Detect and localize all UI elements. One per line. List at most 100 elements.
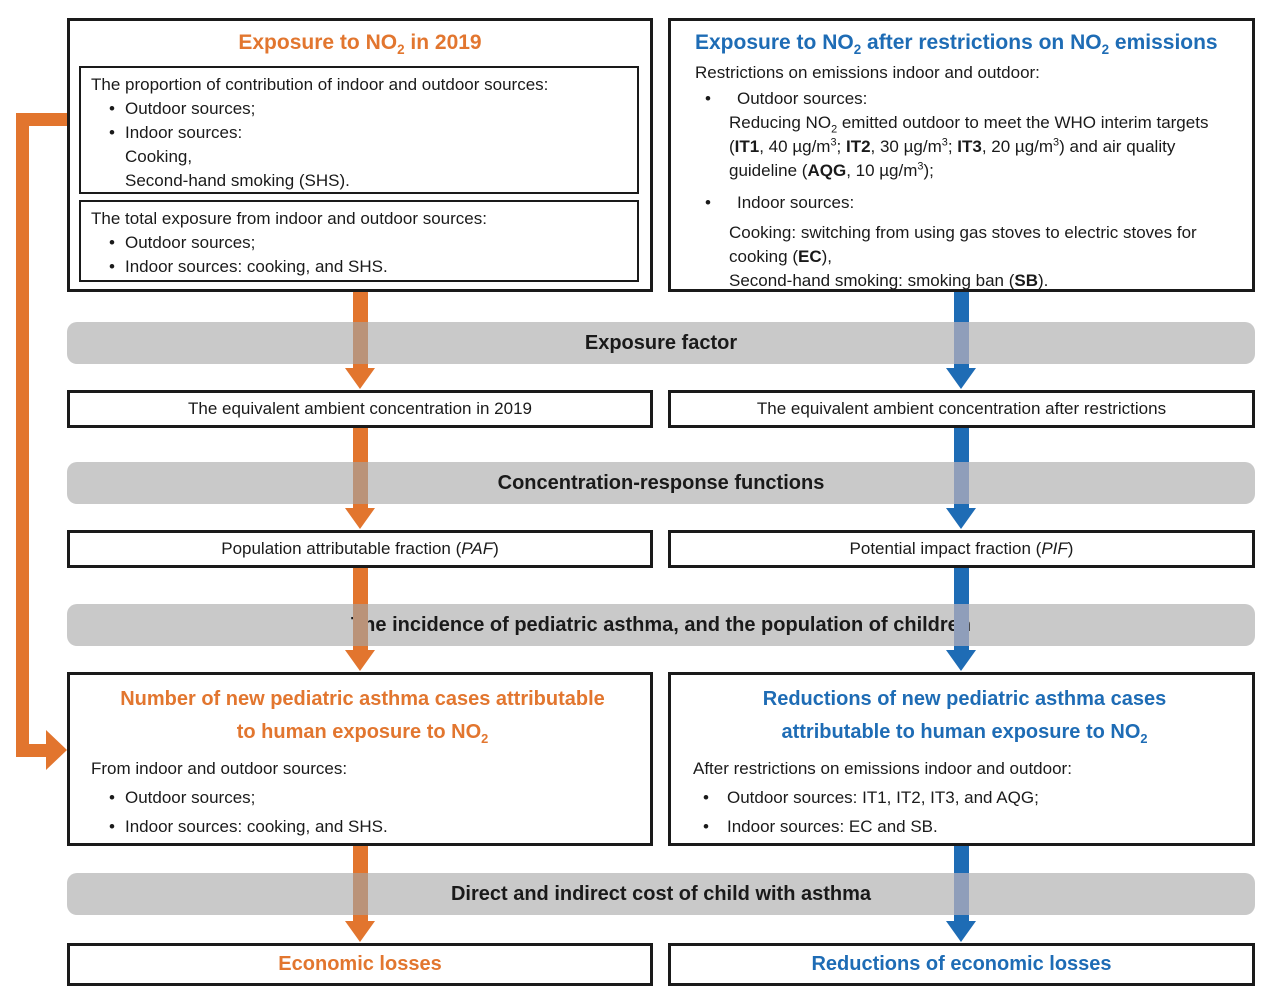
arrow-orange-3-lower (353, 646, 368, 651)
arrow-blue-1-lower (954, 364, 969, 369)
bullet-icon: • (703, 817, 709, 836)
arrow-blue-1-head-icon (946, 368, 976, 389)
arrow-orange-1-head-icon (345, 368, 375, 389)
arrow-blue-2 (954, 428, 969, 462)
indoor-sub-line-shs: Second-hand smoking (SHS). (125, 171, 350, 190)
arrow-blue-4-lower (954, 915, 969, 921)
arrow-orange-3-head-icon (345, 650, 375, 671)
box-exposure-after-restrictions: Exposure to NO2 after restrictions on NO… (668, 18, 1255, 292)
box-exposure-2019: Exposure to NO2 in 2019 The proportion o… (67, 18, 653, 292)
box-pif: Potential impact fraction (PIF) (668, 530, 1255, 568)
bullet-icon: • (109, 233, 115, 252)
arrow-blue-4-band-overlap (954, 873, 969, 915)
arrow-orange-2 (353, 428, 368, 462)
box-restrictions-title: Exposure to NO2 after restrictions on NO… (695, 31, 1218, 58)
box-asthma-cases-title: Number of new pediatric asthma cases att… (120, 688, 605, 746)
bullet-indoor-sources: Indoor sources: EC and SB. (727, 817, 938, 836)
list-item: • Indoor sources: (91, 121, 627, 145)
list-item: • Outdoor sources: IT1, IT2, IT3, and AQ… (693, 783, 1236, 812)
list-item: • Outdoor sources; (91, 97, 627, 121)
box-paf-label: Population attributable fraction (PAF) (221, 539, 499, 558)
asthma-cases-heading: From indoor and outdoor sources: (91, 759, 348, 778)
arrow-orange-4 (353, 846, 368, 873)
arrow-orange-1-lower (353, 364, 368, 369)
box-concentration-after: The equivalent ambient concentration aft… (668, 390, 1255, 428)
box-pif-label: Potential impact fraction (PIF) (849, 539, 1074, 558)
arrow-blue-4 (954, 846, 969, 873)
arrow-orange-4-head-icon (345, 921, 375, 942)
arrow-blue-3-head-icon (946, 650, 976, 671)
loop-arrowhead-icon (46, 730, 67, 770)
box-concentration-2019: The equivalent ambient concentration in … (67, 390, 653, 428)
arrow-orange-3-band-overlap (353, 604, 368, 646)
bullet-indoor-sources: Indoor sources: cooking, and SHS. (125, 817, 388, 836)
box-concentration-2019-label: The equivalent ambient concentration in … (187, 399, 532, 418)
list-item: • Indoor sources: (695, 191, 1236, 215)
box-asthma-reductions-title: Reductions of new pediatric asthma cases… (762, 688, 1167, 746)
box-economic-losses-label: Economic losses (278, 953, 442, 975)
bullet-outdoor-sources: Outdoor sources; (125, 788, 256, 807)
panel-proportion-sources: The proportion of contribution of indoor… (79, 66, 639, 194)
arrow-blue-3 (954, 568, 969, 604)
list-item: • Indoor sources: EC and SB. (693, 812, 1236, 841)
box-economic-losses-reductions: Reductions of economic losses (668, 943, 1255, 986)
arrow-blue-3-lower (954, 646, 969, 651)
panel-total-heading: The total exposure from indoor and outdo… (91, 209, 487, 228)
bullet-icon: • (705, 193, 711, 212)
band-concentration-response: Concentration-response functions (67, 462, 1255, 504)
arrow-orange-1-band-overlap (353, 322, 368, 364)
list-item: • Outdoor sources: (695, 87, 1236, 111)
arrow-blue-3-band-overlap (954, 604, 969, 646)
arrow-blue-2-band-overlap (954, 462, 969, 504)
restrictions-heading: Restrictions on emissions indoor and out… (695, 63, 1040, 82)
box-asthma-cases: Number of new pediatric asthma cases att… (67, 672, 653, 846)
loop-arrow-vertical-segment (16, 113, 29, 757)
bullet-outdoor-sources: Outdoor sources; (125, 99, 256, 118)
band-incidence-population: The incidence of pediatric asthma, and t… (67, 604, 1255, 646)
asthma-reductions-heading: After restrictions on emissions indoor a… (693, 759, 1072, 778)
arrow-blue-1-band-overlap (954, 322, 969, 364)
box-paf: Population attributable fraction (PAF) (67, 530, 653, 568)
bullet-outdoor-sources: Outdoor sources; (125, 233, 256, 252)
arrow-blue-2-lower (954, 504, 969, 509)
bullet-outdoor-sources: Outdoor sources: (737, 89, 868, 108)
list-item: • Outdoor sources; (91, 783, 634, 812)
band-exposure-factor: Exposure factor (67, 322, 1255, 364)
band-cost-of-asthma: Direct and indirect cost of child with a… (67, 873, 1255, 915)
bullet-icon: • (109, 257, 115, 276)
list-item: • Outdoor sources; (91, 231, 627, 255)
arrow-orange-2-lower (353, 504, 368, 509)
arrow-orange-1 (353, 292, 368, 322)
bullet-icon: • (703, 788, 709, 807)
arrow-orange-2-head-icon (345, 508, 375, 529)
arrow-orange-2-band-overlap (353, 462, 368, 504)
arrow-orange-4-band-overlap (353, 873, 368, 915)
indoor-restriction-shs: Second-hand smoking: smoking ban (SB). (729, 271, 1049, 290)
outdoor-restriction-detail: Reducing NO2 emitted outdoor to meet the… (729, 113, 1209, 180)
bullet-indoor-sources: Indoor sources: cooking, and SHS. (125, 257, 388, 276)
panel-total-exposure: The total exposure from indoor and outdo… (79, 200, 639, 282)
arrow-blue-4-head-icon (946, 921, 976, 942)
bullet-icon: • (109, 788, 115, 807)
box-economic-losses-reductions-label: Reductions of economic losses (811, 953, 1112, 975)
loop-arrow-bottom-segment (16, 744, 46, 757)
list-item: • Indoor sources: cooking, and SHS. (91, 255, 627, 279)
list-item: • Indoor sources: cooking, and SHS. (91, 812, 634, 841)
arrow-blue-1 (954, 292, 969, 322)
bullet-icon: • (109, 817, 115, 836)
box-economic-losses: Economic losses (67, 943, 653, 986)
bullet-icon: • (109, 123, 115, 142)
arrow-orange-4-lower (353, 915, 368, 921)
box-concentration-after-label: The equivalent ambient concentration aft… (756, 399, 1167, 418)
indoor-restriction-cooking: Cooking: switching from using gas stoves… (729, 223, 1197, 266)
bullet-outdoor-sources: Outdoor sources: IT1, IT2, IT3, and AQG; (727, 788, 1039, 807)
bullet-indoor-sources: Indoor sources: (737, 193, 855, 212)
panel-proportion-heading: The proportion of contribution of indoor… (91, 75, 549, 94)
bullet-indoor-sources: Indoor sources: (125, 123, 243, 142)
bullet-icon: • (109, 99, 115, 118)
indoor-sub-line-cooking: Cooking, (125, 147, 193, 166)
box-asthma-reductions: Reductions of new pediatric asthma cases… (668, 672, 1255, 846)
box-exposure-2019-title: Exposure to NO2 in 2019 (238, 31, 482, 58)
arrow-blue-2-head-icon (946, 508, 976, 529)
